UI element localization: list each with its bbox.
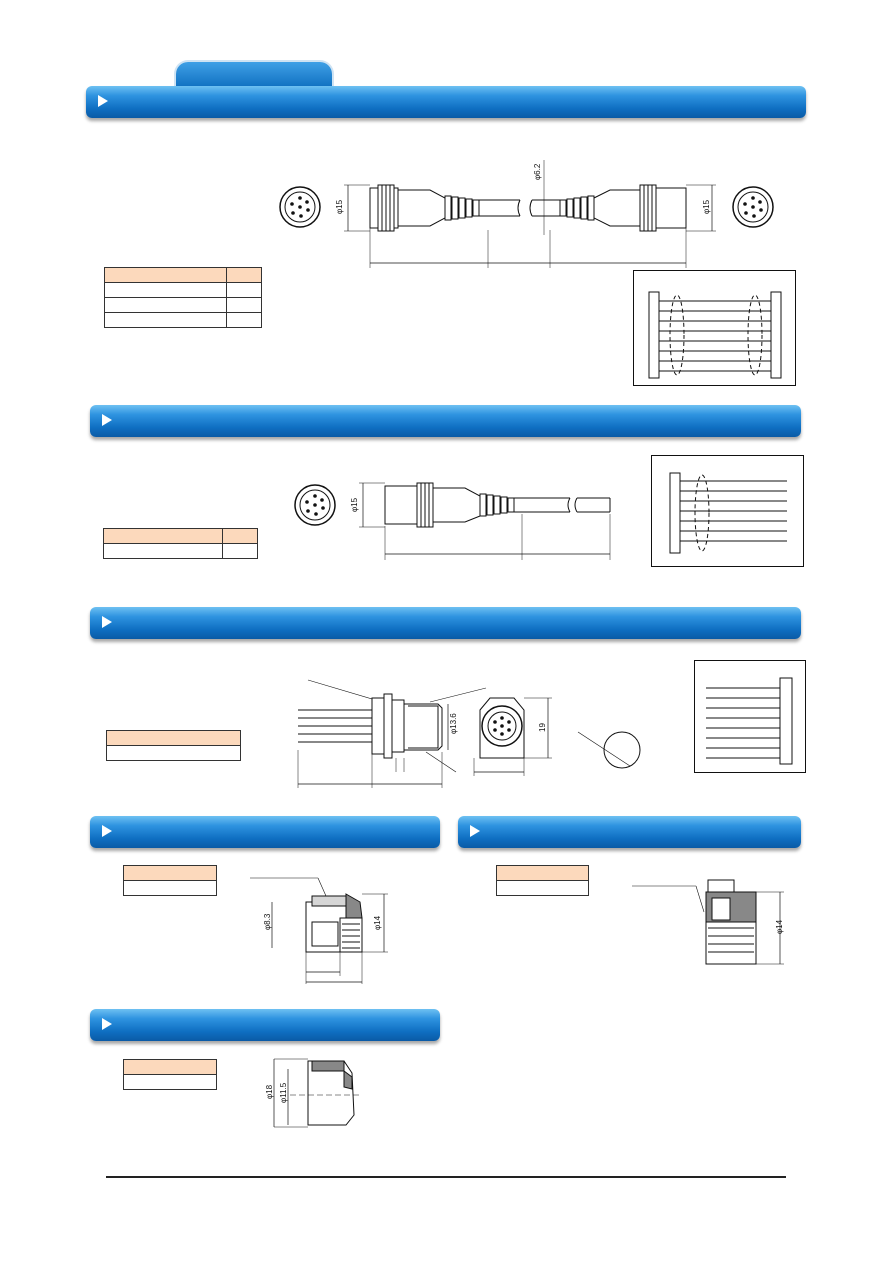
spec-table-1 <box>104 267 262 328</box>
spec-table-4 <box>123 865 217 896</box>
dim-cap1-dia: φ14 <box>373 915 382 930</box>
dim-cable-dia: φ6.2 <box>533 163 542 180</box>
play-arrow-icon <box>102 616 112 628</box>
dim-cap3-outer: φ18 <box>265 1084 274 1099</box>
wiring-diagram-2 <box>651 455 804 567</box>
dim-dia-2: φ15 <box>350 497 359 512</box>
dim-cap1-small-dia: φ8.3 <box>263 913 272 930</box>
section-bar-1 <box>86 86 806 118</box>
section-bar-4 <box>90 816 440 848</box>
footer-rule <box>106 1176 786 1178</box>
cap-drawing-2: φ14 <box>632 879 784 965</box>
spec-table-3 <box>106 730 241 761</box>
dim-left-dia: φ15 <box>335 199 344 214</box>
play-arrow-icon <box>102 825 112 837</box>
dim-inner-dia: φ13.6 <box>449 713 458 734</box>
cable-drawing-1: φ15 φ15 φ6.2 <box>279 160 774 268</box>
section-bar-6 <box>90 1009 440 1041</box>
section-bar-2 <box>90 405 801 437</box>
panel-connector-drawing: φ13.6 19 <box>297 679 641 788</box>
wiring-diagram-1 <box>633 270 796 386</box>
cable-drawing-2: φ15 <box>294 482 611 560</box>
spec-table-2 <box>103 528 258 559</box>
play-arrow-icon <box>470 825 480 837</box>
dim-right-dia: φ15 <box>702 199 711 214</box>
play-arrow-icon <box>102 414 112 426</box>
play-arrow-icon <box>98 95 108 107</box>
wiring-diagram-3 <box>694 660 806 773</box>
play-arrow-icon <box>102 1018 112 1030</box>
spec-table-5 <box>496 865 589 896</box>
section-bar-5 <box>458 816 801 848</box>
cap-drawing-1: φ8.3 φ14 <box>250 877 388 984</box>
cap-drawing-3: φ18 φ11.5 <box>265 1058 360 1128</box>
spec-table-6 <box>123 1059 217 1090</box>
dim-cap2-dia: φ14 <box>775 919 784 934</box>
section-bar-3 <box>90 607 801 639</box>
header-tab <box>176 62 332 88</box>
dim-width: 19 <box>538 723 547 732</box>
dim-cap3-inner: φ11.5 <box>279 1082 288 1103</box>
